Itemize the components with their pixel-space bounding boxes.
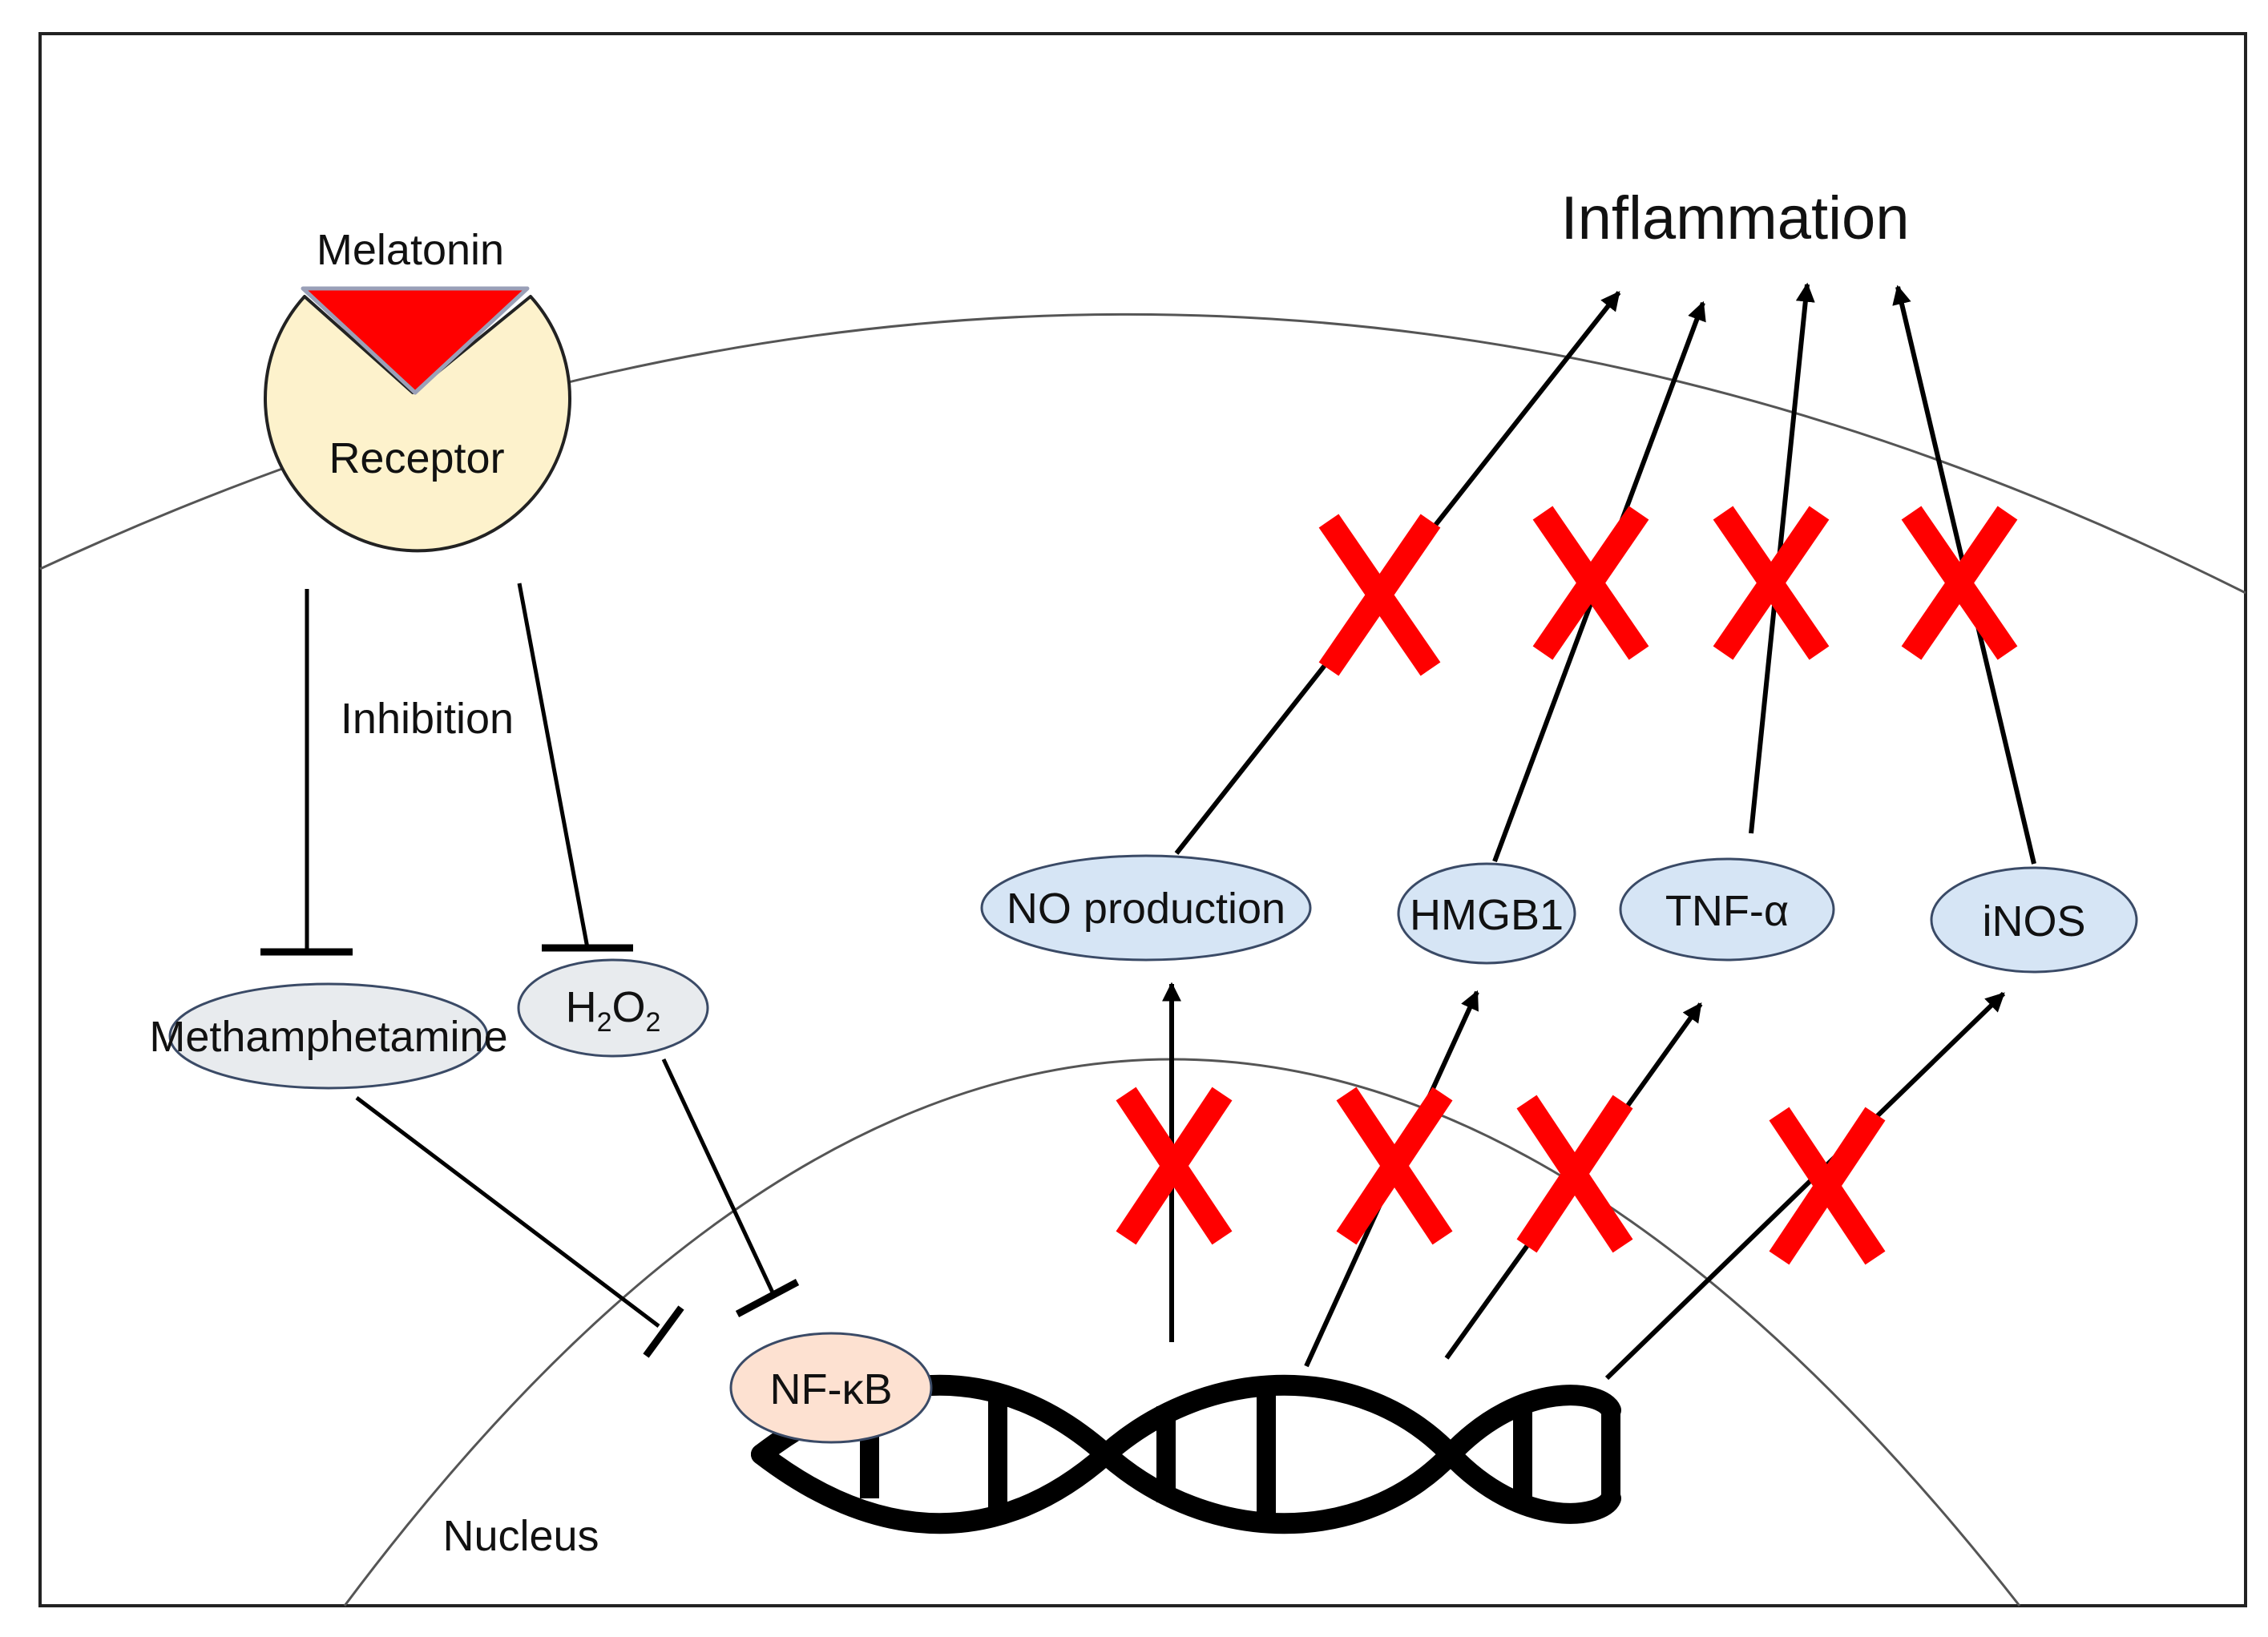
inhibition-label: Inhibition [341,695,514,743]
block-mark-icon [1713,506,1830,660]
block-marks [1116,506,2018,1265]
block-mark-icon [1318,514,1441,676]
inos-ellipse [1930,866,2138,974]
inhibition-bar-meth-nfkb [643,1305,684,1358]
h2o2-label: H2O2 [566,983,661,1038]
block-mark-icon [1901,506,2018,660]
no-production-label: NO production [1007,885,1285,933]
nfkb-ellipse [729,1332,933,1444]
inhibition-line-meth-nfkb [355,1096,660,1328]
hmgb1-ellipse [1397,862,1576,965]
nfkb-label: NF-κB [770,1365,893,1413]
nfkb-inhibition-lines [355,1058,800,1358]
block-mark-icon [1532,506,1649,660]
inhibition-line-h2o2-nfkb [661,1058,776,1296]
tnf-alpha-label: TNF-α [1665,887,1789,935]
inos-node: iNOS [1930,866,2138,974]
inhibition-line-h2o2 [517,583,590,949]
hmgb1-node: HMGB1 [1397,862,1576,965]
inhibition-lines [260,583,633,956]
no-production-ellipse [980,854,1312,962]
inos-label: iNOS [1982,897,2085,946]
tnf-alpha-node: TNF-α [1619,857,1835,962]
no-production-node: NO production [980,854,1312,962]
nfkb-node: NF-κB [729,1332,933,1444]
tnf-alpha-ellipse [1619,857,1835,962]
block-mark-icon [1516,1095,1633,1253]
figure-frame [38,32,2247,1607]
inflammation-label: Inflammation [1560,184,1909,252]
melatonin-label: Melatonin [317,226,504,274]
block-mark-icon [1336,1087,1453,1245]
methamphetamine-ellipse [168,982,489,1090]
h2o2-ellipse [517,958,709,1058]
arrow-dna-inos [1604,991,2006,1381]
block-mark-icon [1769,1107,1886,1265]
h2o2-node: H2O2 [517,958,709,1058]
inhibition-bar-h2o2-nfkb [735,1279,800,1317]
nucleus-label: Nucleus [442,1512,599,1560]
block-mark-icon [1116,1087,1233,1245]
receptor-group: Melatonin Receptor [264,226,571,553]
methamphetamine-label: Methamphetamine [149,1013,507,1061]
receptor-label: Receptor [329,434,504,482]
receptor-icon [264,295,571,553]
hmgb1-label: HMGB1 [1410,891,1564,939]
methamphetamine-node: Methamphetamine [149,982,508,1090]
melatonin-icon [301,286,530,395]
